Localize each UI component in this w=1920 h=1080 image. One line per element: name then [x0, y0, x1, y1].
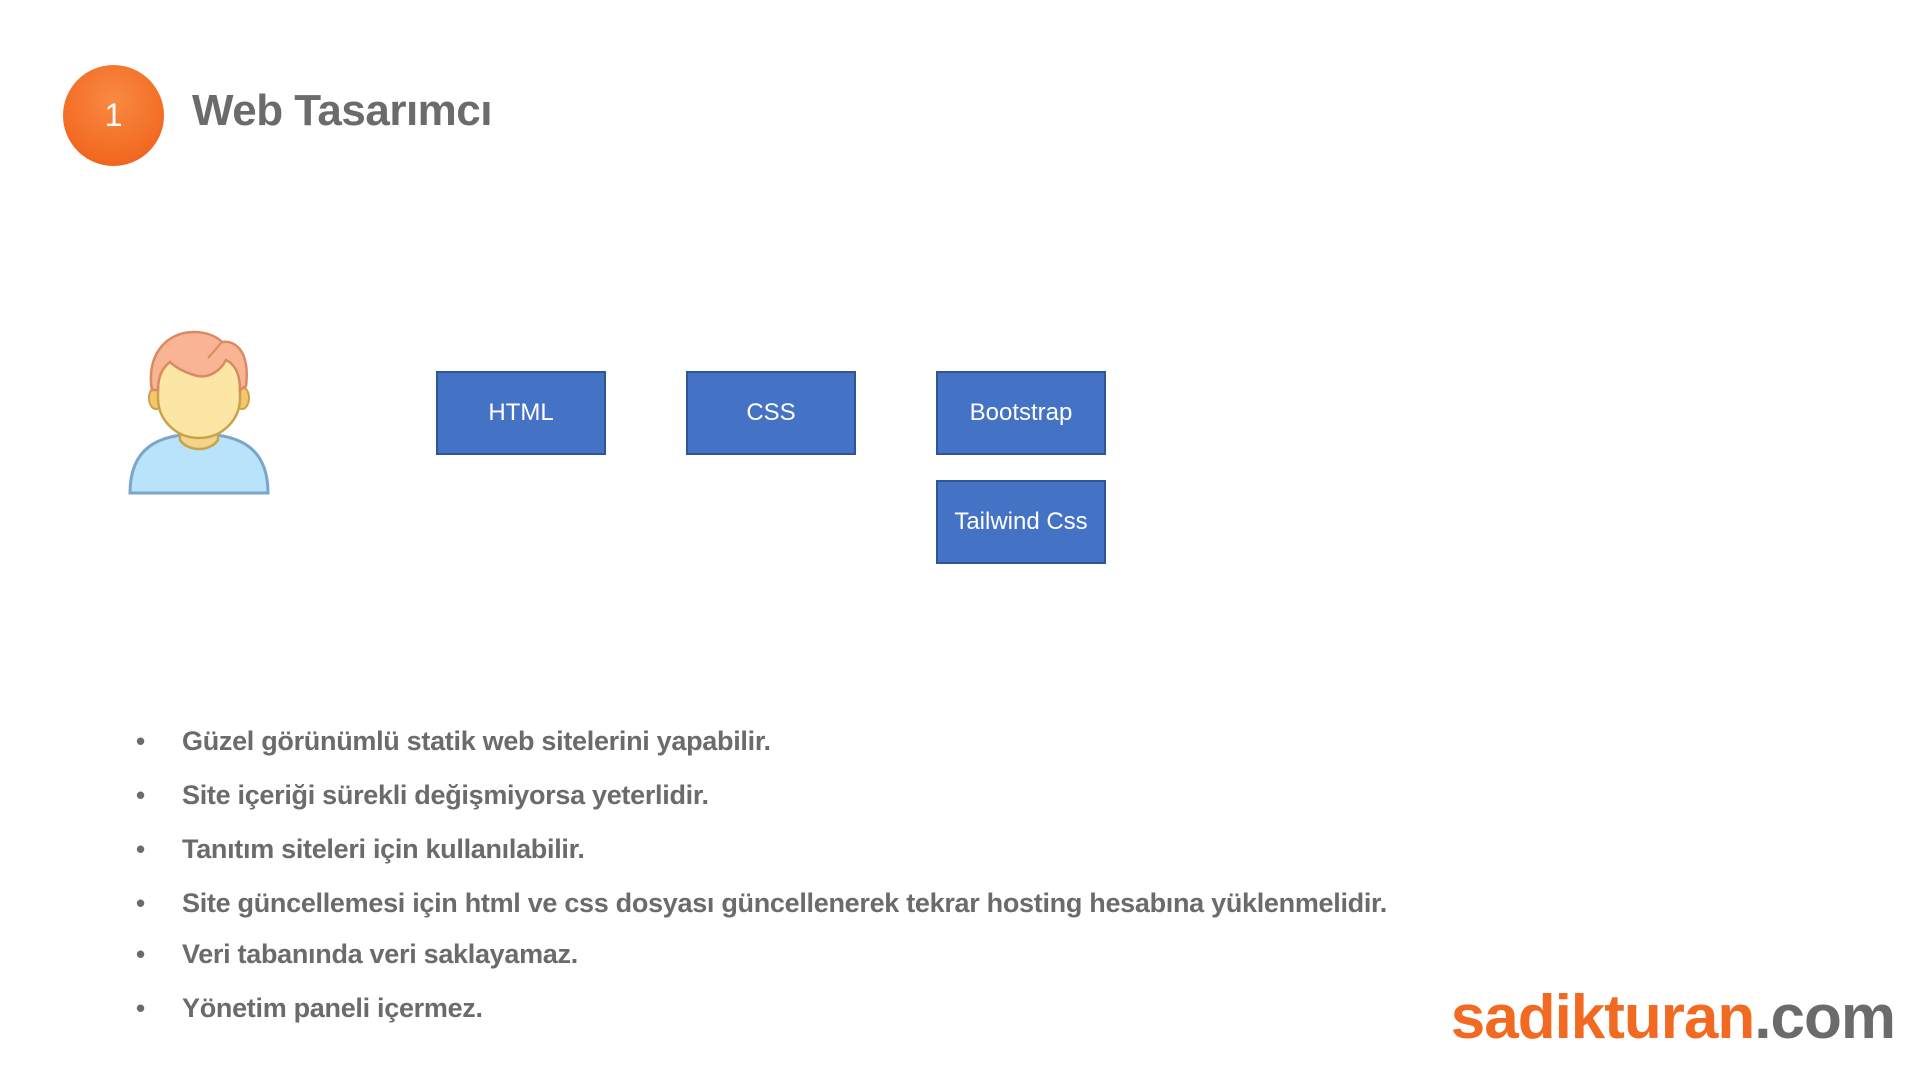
step-number: 1 [104, 97, 123, 133]
brand-name: sadikturan [1450, 983, 1756, 1052]
brand-logo: sadikturan.com [1450, 982, 1896, 1053]
bullet-icon: • [136, 726, 145, 756]
bullet-icon: • [136, 780, 145, 810]
css-box: CSS [686, 371, 856, 455]
bullet-icon: • [136, 888, 145, 918]
bullet-icon: • [136, 993, 145, 1023]
person-avatar-icon [128, 328, 270, 498]
bullet-icon: • [136, 834, 145, 864]
html-box: HTML [436, 371, 606, 455]
brand-tld: .com [1754, 983, 1896, 1052]
tailwind-css-box: Tailwind Css [936, 480, 1106, 564]
bullet-icon: • [136, 939, 145, 969]
step-number-badge: 1 [63, 65, 164, 166]
page-title: Web Tasarımcı [192, 86, 493, 135]
bootstrap-box: Bootstrap [936, 371, 1106, 455]
